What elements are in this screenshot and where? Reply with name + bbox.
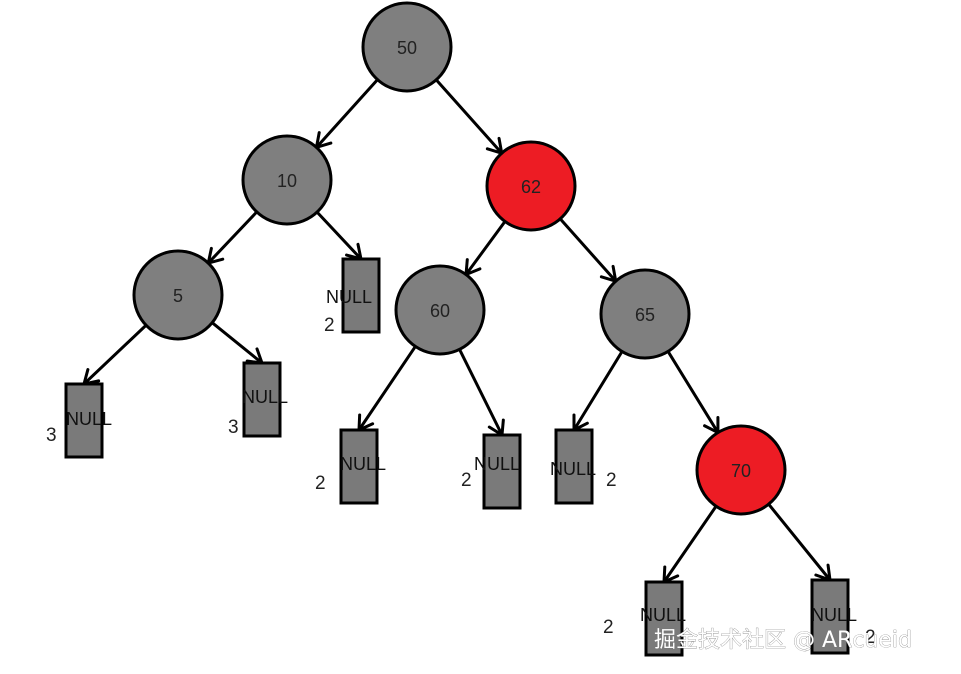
- edge-n62-n60: [464, 219, 507, 277]
- edge-n10-n5: [206, 210, 259, 265]
- null-leaf-label: NULL: [474, 454, 520, 474]
- black-height-count: 2: [606, 470, 617, 491]
- null-leaf-65-left: NULL 2: [550, 428, 617, 505]
- null-leaf-label: NULL: [640, 605, 686, 625]
- tree-node-70: 70: [695, 424, 787, 516]
- black-node-circle: [361, 1, 453, 93]
- tree-node-60: 60: [394, 264, 486, 356]
- edges-layer: [82, 78, 832, 584]
- null-leaf-label: NULL: [326, 287, 372, 307]
- null-leaf-box: [810, 578, 850, 655]
- black-height-count: 2: [315, 473, 326, 494]
- black-node-circle: [394, 264, 486, 356]
- edge-n62-n65: [558, 217, 618, 283]
- null-leaf-10-right: NULL 2: [324, 257, 381, 336]
- black-node-circle: [241, 134, 333, 226]
- edge-n65-n70: [666, 349, 720, 435]
- tree-node-65: 65: [599, 268, 691, 360]
- null-leaf-box: [341, 257, 381, 334]
- null-leaf-5-left: NULL 3: [46, 382, 112, 459]
- red-node-circle: [695, 424, 787, 516]
- black-height-count: 2: [865, 627, 876, 648]
- edge-n50-n10: [314, 78, 380, 149]
- tree-node-62: 62: [485, 140, 577, 232]
- edge-n10-null-10-right: [315, 210, 363, 261]
- black-height-count: 2: [324, 315, 335, 336]
- red-node-circle: [485, 140, 577, 232]
- null-leaf-label: NULL: [242, 387, 288, 407]
- edge-n60-null-60-right: [458, 347, 504, 437]
- null-leaf-box: [482, 433, 522, 510]
- black-height-count: 3: [228, 417, 239, 438]
- null-leaf-label: NULL: [340, 454, 386, 474]
- black-height-count: 2: [461, 470, 472, 491]
- null-leaf-60-left: NULL 2: [315, 428, 386, 505]
- watermark-text: 掘金技术社区 @ ARcueid: [654, 628, 912, 653]
- edge-n50-n62: [434, 78, 504, 155]
- null-leaf-70-left: NULL 2: [603, 580, 686, 657]
- null-leaf-label: NULL: [550, 459, 596, 479]
- node-value: 50: [397, 38, 417, 58]
- edge-n5-null-5-left: [82, 323, 148, 386]
- tree-node-10: 10: [241, 134, 333, 226]
- node-value: 70: [731, 461, 751, 481]
- node-value: 60: [430, 301, 450, 321]
- black-node-circle: [599, 268, 691, 360]
- node-value: 62: [521, 177, 541, 197]
- tree-node-5: 5: [132, 249, 224, 341]
- tree-node-50: 50: [361, 1, 453, 93]
- null-leaf-label: NULL: [811, 605, 857, 625]
- null-leaf-label: NULL: [66, 409, 112, 429]
- black-height-count: 2: [603, 617, 614, 638]
- null-leaf-box: [242, 361, 282, 438]
- nodes-layer: 50 10 62 5 60 65 70: [132, 1, 787, 516]
- black-node-circle: [132, 249, 224, 341]
- node-value: 65: [635, 305, 655, 325]
- node-value: 5: [173, 286, 183, 306]
- null-leaf-box: [64, 382, 104, 459]
- edge-n70-null-70-left: [662, 504, 718, 584]
- edge-n65-null-65-left: [572, 350, 624, 432]
- node-value: 10: [277, 171, 297, 191]
- edge-n5-null-5-right: [210, 321, 264, 365]
- edge-n60-null-60-left: [357, 344, 417, 432]
- null-leaf-70-right: NULL 2: [810, 578, 876, 655]
- null-leaf-box: [644, 580, 684, 657]
- edge-n70-null-70-right: [767, 502, 832, 582]
- null-leaf-box: [339, 428, 379, 505]
- null-leaf-box: [554, 428, 594, 505]
- black-height-count: 3: [46, 425, 57, 446]
